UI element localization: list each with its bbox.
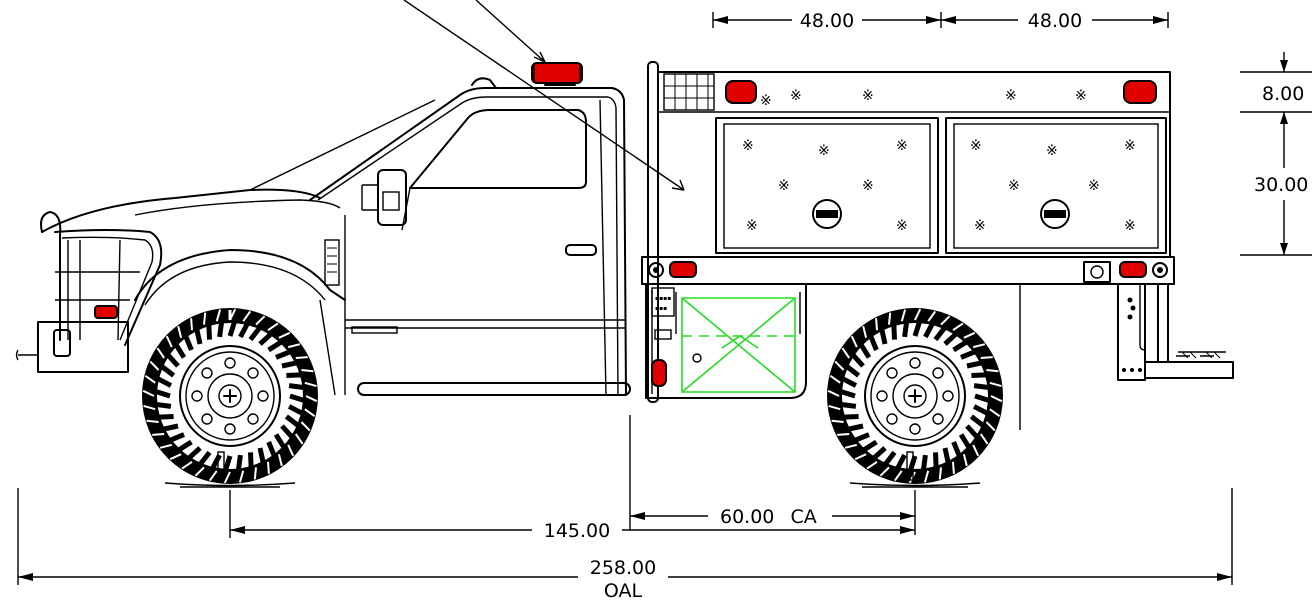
compartment-door-left [715,117,939,254]
svg-text:※: ※ [1005,88,1017,104]
svg-text:※: ※ [1088,178,1100,194]
svg-text:※: ※ [970,138,982,154]
svg-text:▪▪▪: ▪▪▪ [655,305,667,312]
compartment-handle-left [812,199,842,229]
svg-text:※: ※ [742,138,754,154]
dim-width-left: 48.00 [800,10,854,32]
receiver-box [1083,261,1111,283]
svg-text:※: ※ [778,178,790,194]
dim-top-height: 8.00 [1262,83,1304,105]
dim-wheelbase: 145.00 [544,520,610,542]
top-left-marker-light [725,80,757,104]
svg-text:▪▪▪▪: ▪▪▪▪ [655,295,671,302]
utility-bed: ※ ※ ※ ※ ※ ※ ※ ※ ※ ※ ※ ※ ※ ※ ※ ※ ※ ※ ※ [641,61,1234,430]
top-right-marker-light [1123,80,1157,104]
pump-indicator-light [651,359,667,387]
svg-text:※: ※ [1046,143,1058,159]
dim-compartment-height: 30.00 [1254,174,1308,196]
svg-text:※: ※ [1124,218,1136,234]
dim-overall-length-suffix: OAL [604,580,643,600]
compartment-handle-right [1040,199,1070,229]
rear-step [1144,361,1234,379]
truck-cab [41,77,631,396]
dimension-compartment-widths: 48.00 48.00 [712,10,1169,32]
pump-compartment: ▪▪▪▪ ▪▪▪ [645,283,807,399]
lower-right-marker-light [1119,261,1147,278]
svg-text:※: ※ [1008,178,1020,194]
leader-line-2 [475,0,546,63]
svg-text:※: ※ [974,218,986,234]
svg-text:※: ※ [862,88,874,104]
tire-tread [827,308,1003,484]
hose-reel [681,297,796,393]
bed-frame-rail [641,256,1175,285]
roof-light-bar [531,62,583,84]
dim-overall-length: 258.00 [590,557,656,579]
svg-text:※: ※ [1075,88,1087,104]
dim-cab-to-axle-suffix: CA [790,506,816,528]
dimension-cab-to-axle: 60.00 CA [629,415,916,535]
headache-rack-post [647,61,659,403]
front-marker-light [94,305,118,319]
svg-text:※: ※ [746,218,758,234]
side-mirror [377,169,407,226]
dimension-overall-length: 258.00 OAL [17,488,1233,600]
rear-wheel [827,308,1003,484]
vent-grid [663,73,715,111]
grille-guard [15,211,163,373]
dimension-heights: 8.00 30.00 [1240,52,1312,256]
front-tire-ground [164,482,296,488]
svg-text:※: ※ [818,143,830,159]
svg-text:※: ※ [790,88,802,104]
running-board [357,382,631,396]
dim-cab-to-axle-value: 60.00 [720,506,774,528]
dimension-wheelbase: 145.00 [229,490,915,542]
svg-text:※: ※ [862,178,874,194]
svg-text:※: ※ [896,138,908,154]
dim-width-right: 48.00 [1028,10,1082,32]
tow-hook [53,329,71,357]
front-wheel [142,308,318,484]
scuff-marks: ※ ※ ※ ※ ※ ※ ※ ※ ※ ※ ※ ※ ※ ※ ※ ※ ※ ※ ※ [742,88,1136,234]
compartment-door-right [945,117,1167,254]
leader-line-1 [403,0,685,191]
svg-text:※: ※ [1124,138,1136,154]
svg-text:※: ※ [760,93,772,109]
dim-cab-to-axle: 60.00 CA [720,506,817,528]
lower-left-marker-light [669,261,697,278]
tire-tread [142,308,318,484]
svg-text:※: ※ [896,218,908,234]
rear-tire-ground [849,482,981,488]
